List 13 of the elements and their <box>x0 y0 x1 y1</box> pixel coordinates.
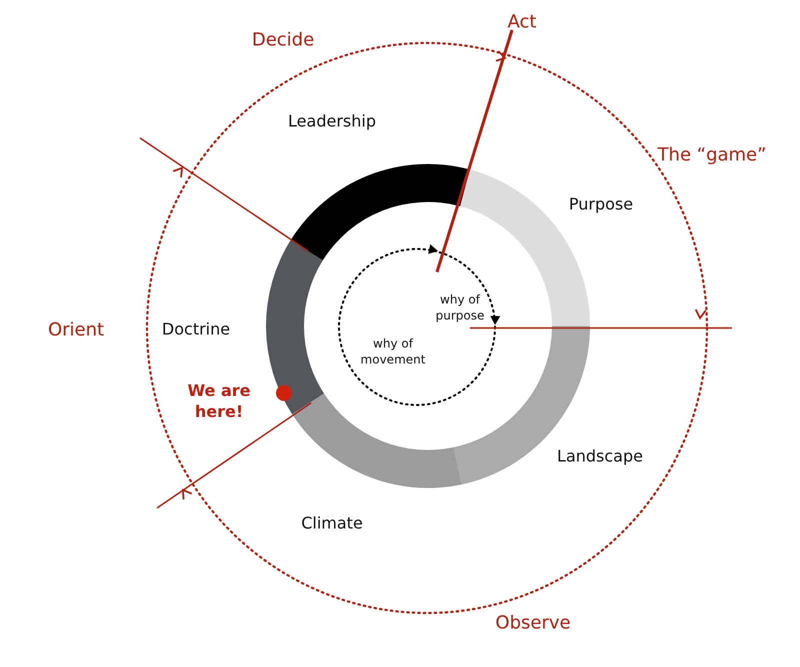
stage-label: Decide <box>252 28 314 52</box>
stage-label: Observe <box>495 611 571 635</box>
inner-label: why of movement <box>360 336 426 368</box>
inner-label: why of purpose <box>434 292 486 324</box>
stage-label: Act <box>508 10 536 34</box>
segment-label: Purpose <box>568 194 634 216</box>
segment-label: Doctrine <box>162 320 230 340</box>
location-note: We are here! <box>186 381 252 423</box>
stage-label: Orient <box>48 318 104 342</box>
cycle-label: The “game” <box>658 143 766 167</box>
segment-label: Leadership <box>288 112 376 132</box>
segment-label: Climate <box>301 514 363 534</box>
segment-label: Landscape <box>557 446 643 468</box>
